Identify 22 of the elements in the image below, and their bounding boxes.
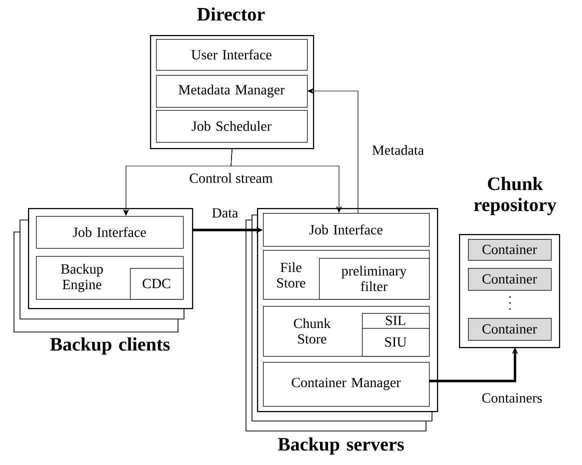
module-box: Job Interface <box>263 213 430 247</box>
module-box: User Interface <box>156 39 308 71</box>
node-label: Chunk repository <box>474 176 556 216</box>
container-box: Container <box>468 268 552 291</box>
container-box: Container <box>468 318 552 341</box>
container-box: Container <box>468 239 552 261</box>
module-box: preliminary filter <box>319 258 430 300</box>
edge-label: Control stream <box>188 172 274 184</box>
arrow <box>230 148 342 213</box>
module-box: SIL <box>362 313 430 329</box>
module-box: Metadata Manager <box>156 75 308 108</box>
edge-label: Containers <box>480 392 544 404</box>
module-box: Job Interface <box>36 216 184 249</box>
module-box: CDC <box>130 268 184 300</box>
node-label: Backup servers <box>278 437 404 455</box>
module-box: SIU <box>362 328 430 357</box>
edge-label: Data <box>210 207 240 219</box>
node-label: Director <box>197 7 265 21</box>
module-box: Job Scheduler <box>156 110 308 143</box>
edge-label: Metadata <box>370 144 426 156</box>
node-label: Backup clients <box>50 337 170 355</box>
module-box: Container Manager <box>263 362 430 407</box>
